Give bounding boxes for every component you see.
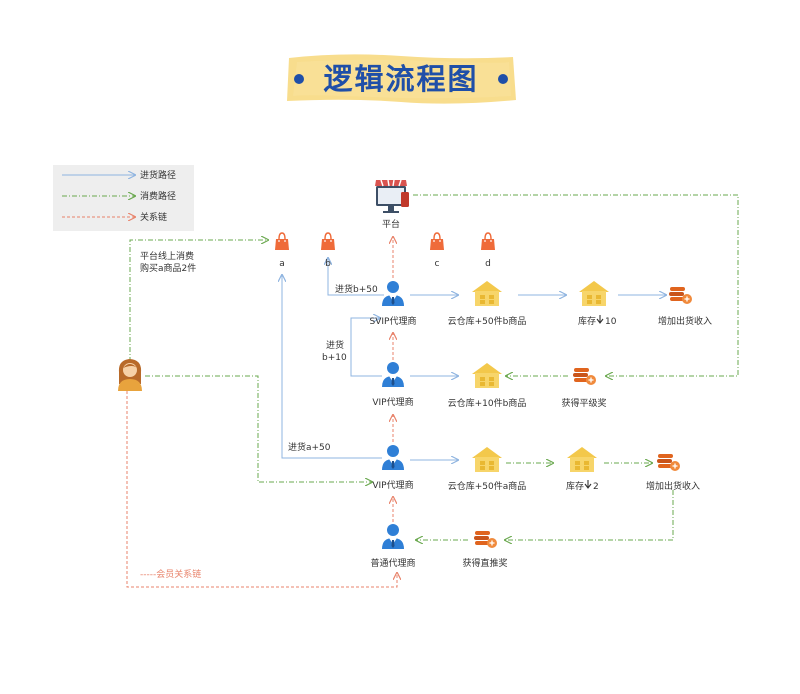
- coin-stack-icon: [668, 286, 693, 305]
- label-restock-b50: 进货b+50: [335, 283, 378, 295]
- vip-lower-label: VIP代理商: [372, 479, 413, 491]
- income-svip-label: 增加出货收入: [658, 315, 712, 327]
- warehouse-house-icon: [472, 363, 502, 388]
- label-restock-a50: 进货a+50: [288, 441, 331, 453]
- platform-label: 平台: [382, 218, 400, 230]
- normal-agent: 普通代理商: [370, 524, 416, 569]
- title-dot-left: [294, 74, 304, 84]
- edge-vip2-to-a: [282, 275, 382, 459]
- legend-relation-label: 关系链: [140, 211, 167, 223]
- title-banner: 逻辑流程图: [283, 50, 519, 108]
- label-member-relation: -----会员关系链: [140, 568, 201, 580]
- warehouse-house-icon: [579, 281, 609, 306]
- coin-stack-icon: [473, 530, 498, 549]
- agent-person-icon: [382, 524, 404, 549]
- edge-svip-to-b: [328, 258, 384, 296]
- label-restock-b10-line2: b+10: [322, 353, 347, 363]
- shop-c-label: c: [435, 259, 440, 269]
- legend-consume-label: 消费路径: [140, 190, 176, 202]
- coin-stack-icon: [656, 453, 681, 472]
- shop-b-label: b: [325, 259, 331, 269]
- restock-edges: [282, 258, 666, 460]
- vip-agent-lower: VIP代理商: [372, 445, 414, 491]
- label-restock-b10-line1: 进货: [326, 339, 344, 351]
- reward-flat-label: 获得平级奖: [561, 397, 606, 409]
- stock-vip-lower-value: 2: [593, 482, 599, 492]
- cloud-vip-lower-label: 云仓库+50件a商品: [448, 480, 527, 492]
- income-vip-lower-label: 增加出货收入: [646, 480, 700, 492]
- platform-node: 平台: [375, 179, 409, 230]
- edge-vip1-to-svip: [350, 318, 382, 377]
- normal-label: 普通代理商: [370, 557, 415, 569]
- cloud-svip: 云仓库+50件b商品: [448, 281, 527, 327]
- coin-stack-icon: [572, 367, 597, 386]
- shop-b: b: [320, 232, 336, 269]
- shopping-bag-icon: [274, 232, 290, 251]
- shopping-bag-icon: [320, 232, 336, 251]
- title-highlight: [287, 54, 516, 104]
- consume-edges: [129, 194, 739, 540]
- edge-consumer-to-a: [129, 240, 268, 362]
- label-consumer-line1: 平台线上消费: [140, 250, 194, 262]
- warehouse-house-icon: [472, 281, 502, 306]
- cloud-svip-label: 云仓库+50件b商品: [448, 315, 527, 327]
- cloud-vip-upper: 云仓库+10件b商品: [448, 363, 527, 409]
- relation-edges: [126, 237, 397, 588]
- edge-consumer-to-vip2: [145, 375, 372, 482]
- income-svip: 增加出货收入: [658, 286, 712, 327]
- legend-restock-label: 进货路径: [140, 169, 176, 181]
- stock-svip-label: 库存: [578, 315, 596, 327]
- warehouse-house-icon: [567, 447, 597, 472]
- shop-a-label: a: [279, 259, 285, 269]
- shopping-bag-icon: [429, 232, 445, 251]
- title-dot-right: [498, 74, 508, 84]
- cloud-vip-upper-label: 云仓库+10件b商品: [448, 397, 527, 409]
- storefront-monitor-icon: [375, 179, 409, 213]
- shop-a: a: [274, 232, 290, 269]
- consumer-woman-icon: [118, 359, 142, 391]
- legend: 进货路径 消费路径 关系链: [53, 165, 194, 231]
- warehouse-house-icon: [472, 447, 502, 472]
- agent-person-icon: [382, 362, 404, 387]
- vip-upper-label: VIP代理商: [372, 396, 413, 408]
- svip-agent: SVIP代理商: [370, 281, 417, 327]
- vip-agent-upper: VIP代理商: [372, 362, 414, 408]
- down-arrow-icon: [596, 315, 604, 324]
- shop-d-label: d: [485, 259, 491, 269]
- reward-flat: 获得平级奖: [561, 367, 607, 409]
- cloud-vip-lower: 云仓库+50件a商品: [448, 447, 527, 492]
- shop-c: c: [429, 232, 445, 269]
- agent-person-icon: [382, 445, 404, 470]
- shop-d: d: [480, 232, 496, 269]
- reward-direct: 获得直推奖: [462, 530, 508, 569]
- down-arrow-icon: [584, 480, 592, 489]
- stock-vip-lower: 库存 2: [566, 447, 599, 492]
- shopping-bag-icon: [480, 232, 496, 251]
- edge-income-to-direct-reward: [505, 490, 674, 540]
- stock-svip: 库存 10: [578, 281, 617, 327]
- stock-vip-lower-label: 库存: [566, 480, 584, 492]
- agent-person-icon: [382, 281, 404, 306]
- page-title: 逻辑流程图: [323, 62, 479, 96]
- income-vip-lower: 增加出货收入: [646, 453, 700, 492]
- edge-consumer-to-normal: [126, 391, 397, 588]
- stock-svip-value: 10: [605, 317, 617, 327]
- edge-platform-to-reward: [413, 194, 739, 376]
- reward-direct-label: 获得直推奖: [462, 557, 507, 569]
- svip-label: SVIP代理商: [370, 315, 417, 327]
- label-consumer-line2: 购买a商品2件: [140, 262, 196, 274]
